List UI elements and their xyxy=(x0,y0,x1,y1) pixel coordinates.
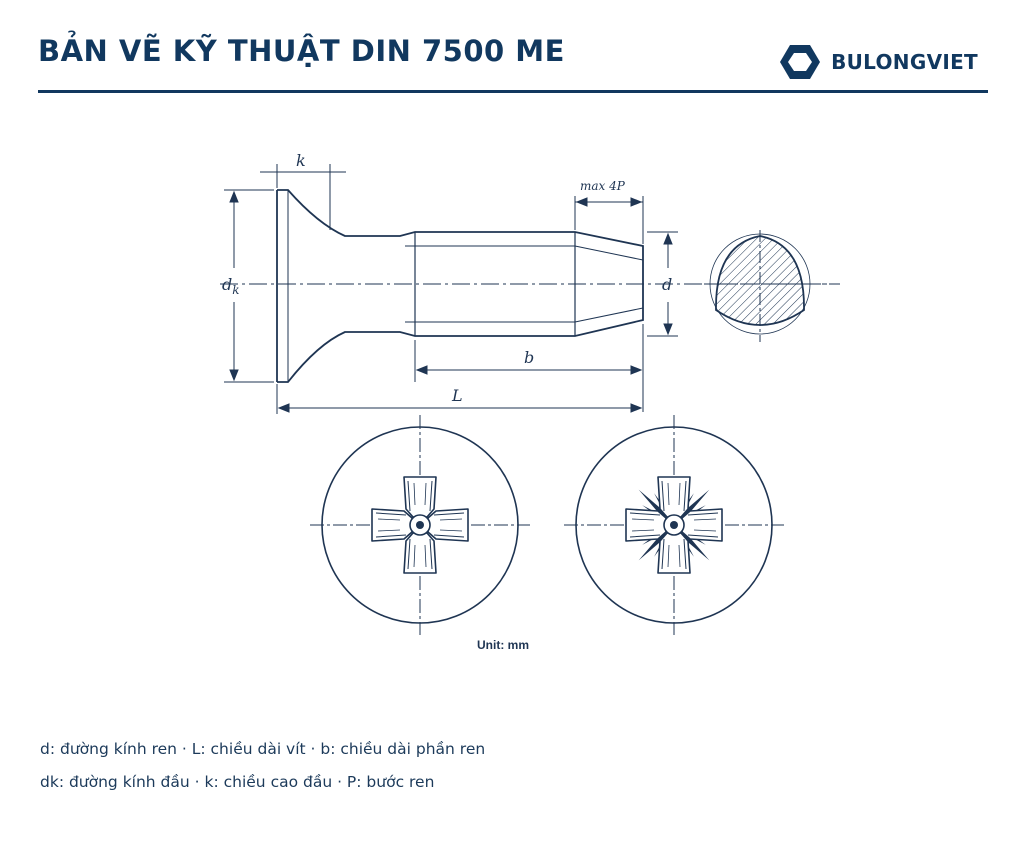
label-b: b xyxy=(524,348,534,367)
head-view-cross-recess xyxy=(310,415,530,635)
unit-label: Unit: mm xyxy=(477,638,529,652)
technical-drawing: k dk max 4P d b L xyxy=(200,150,850,660)
label-d: d xyxy=(662,275,672,294)
legend-line-1: d: đường kính ren · L: chiều dài vít · b… xyxy=(40,740,486,758)
label-l: L xyxy=(451,386,463,405)
hexagon-nut-icon xyxy=(780,45,821,79)
legend-line-2: dk: đường kính đầu · k: chiều cao đầu · … xyxy=(40,773,435,791)
thread-cross-section xyxy=(704,230,832,342)
brand-logo: BULONGVIET xyxy=(779,42,978,82)
head-view-star-recess xyxy=(564,415,784,635)
din-7500-drawing: k dk max 4P d b L xyxy=(220,151,840,652)
label-max-4p: max 4P xyxy=(580,179,626,193)
page-title: BẢN VẼ KỸ THUẬT DIN 7500 ME xyxy=(38,34,565,68)
dimension-lines xyxy=(224,164,678,414)
brand-name: BULONGVIET xyxy=(831,50,978,74)
label-k: k xyxy=(296,151,306,170)
label-dk: dk xyxy=(222,275,240,297)
legend: d: đường kính ren · L: chiều dài vít · b… xyxy=(40,736,980,802)
header-divider xyxy=(38,90,988,93)
page-header: BẢN VẼ KỸ THUẬT DIN 7500 ME BULONGVIET xyxy=(38,26,988,92)
screw-side-view xyxy=(276,189,644,383)
